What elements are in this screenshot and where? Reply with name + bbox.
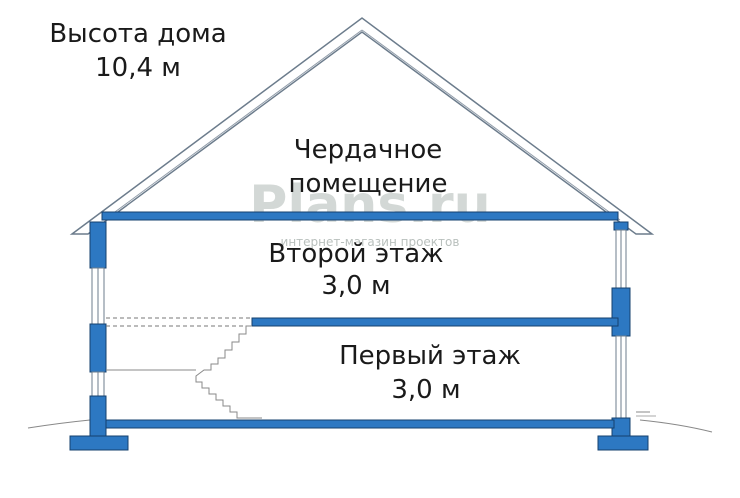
house-height-value: 10,4 м [95, 53, 181, 83]
ground [27, 411, 713, 433]
second-floor-annotation: Второй этаж 3,0 м [268, 239, 443, 301]
watermark: Plans.ru интернет-магазин проектов [249, 175, 490, 249]
first-floor-annotation: Первый этаж 3,0 м [339, 341, 521, 405]
house-height-label: Высота дома [49, 19, 226, 49]
second-floor-slab [251, 317, 619, 327]
staircase [106, 325, 262, 419]
second-floor-label: Второй этаж [268, 239, 443, 269]
watermark-tagline: интернет-магазин проектов [281, 235, 460, 249]
second-floor-height: 3,0 м [321, 271, 390, 301]
attic-floor-slab [101, 211, 619, 221]
attic-label-line1: Чердачное [294, 135, 443, 165]
roof [69, 17, 655, 235]
attic-annotation: Чердачное помещение [289, 135, 448, 199]
ground-floor-slab [105, 419, 615, 429]
right-foundation [597, 435, 649, 451]
attic-label-line2: помещение [289, 169, 448, 199]
left-wall [69, 221, 129, 451]
watermark-brand: Plans.ru [249, 175, 490, 235]
house-height-annotation: Высота дома 10,4 м [49, 19, 226, 83]
first-floor-height: 3,0 м [391, 375, 460, 405]
left-foundation [69, 435, 129, 451]
stair-opening [106, 317, 252, 327]
first-floor-label: Первый этаж [339, 341, 521, 371]
right-wall [597, 221, 649, 451]
